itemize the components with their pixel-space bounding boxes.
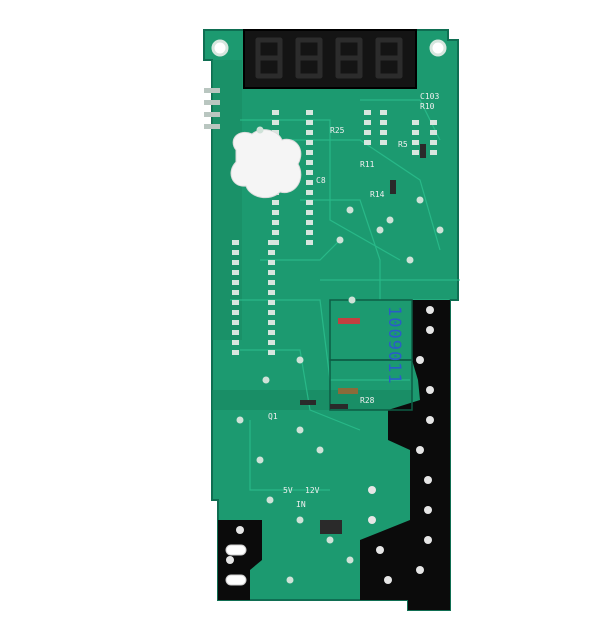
- via: [296, 426, 304, 434]
- solder-pad: [226, 556, 234, 564]
- via: [286, 576, 294, 584]
- handwritten-code: 1009011: [384, 306, 404, 385]
- solder-pad: [426, 326, 434, 334]
- mounting-hole: [211, 39, 229, 57]
- silk-refdes: R5: [398, 140, 408, 149]
- display-digit: [255, 37, 283, 79]
- power-connector-holes: [225, 544, 247, 586]
- via: [336, 236, 344, 244]
- component: [420, 144, 426, 158]
- mounting-hole: [429, 39, 447, 57]
- via: [236, 416, 244, 424]
- led-display: [243, 29, 417, 89]
- component: [320, 520, 342, 534]
- solder-pad: [416, 446, 424, 454]
- silk-refdes: C103: [420, 92, 440, 101]
- solder-pad: [376, 546, 384, 554]
- via: [266, 496, 274, 504]
- via: [346, 556, 354, 564]
- silk-12v: 12V: [305, 486, 320, 495]
- via: [256, 126, 264, 134]
- solder-pad: [236, 526, 244, 534]
- display-digit: [295, 37, 323, 79]
- solder-pad: [426, 386, 434, 394]
- solder-pad: [426, 306, 434, 314]
- component: [330, 404, 348, 409]
- silk-refdes: R11: [360, 160, 375, 169]
- component: [338, 318, 360, 324]
- silk-refdes: Q1: [268, 412, 278, 421]
- solder-pad: [424, 506, 432, 514]
- solder-pad: [424, 536, 432, 544]
- solder-pad: [416, 566, 424, 574]
- via: [346, 206, 354, 214]
- via: [376, 226, 384, 234]
- via: [416, 196, 424, 204]
- via: [296, 356, 304, 364]
- relay-outline: [329, 359, 413, 411]
- component: [300, 400, 316, 405]
- silk-refdes: C8: [316, 176, 326, 185]
- component: [338, 388, 358, 394]
- silk-refdes: R10: [420, 102, 435, 111]
- silk-in: IN: [296, 500, 306, 509]
- silk-refdes: R25: [330, 126, 345, 135]
- via: [256, 456, 264, 464]
- solder-pad: [368, 516, 376, 524]
- solder-pad: [424, 476, 432, 484]
- via: [316, 446, 324, 454]
- edge-connector: [204, 88, 220, 129]
- silk-5v: 5V: [283, 486, 293, 495]
- via: [262, 376, 270, 384]
- solder-pad: [384, 576, 392, 584]
- via: [296, 516, 304, 524]
- via: [386, 216, 394, 224]
- component: [390, 180, 396, 194]
- microcontroller-pads: [232, 110, 437, 355]
- solder-pad: [416, 356, 424, 364]
- power-section: [360, 300, 450, 610]
- via: [406, 256, 414, 264]
- via: [348, 296, 356, 304]
- display-digit: [335, 37, 363, 79]
- solder-pad: [368, 486, 376, 494]
- via: [326, 536, 334, 544]
- solder-pad: [426, 416, 434, 424]
- hot-glue-blob: [230, 129, 302, 199]
- display-digit: [375, 37, 403, 79]
- silk-refdes: R14: [370, 190, 385, 199]
- silk-refdes: R28: [360, 396, 375, 405]
- via: [436, 226, 444, 234]
